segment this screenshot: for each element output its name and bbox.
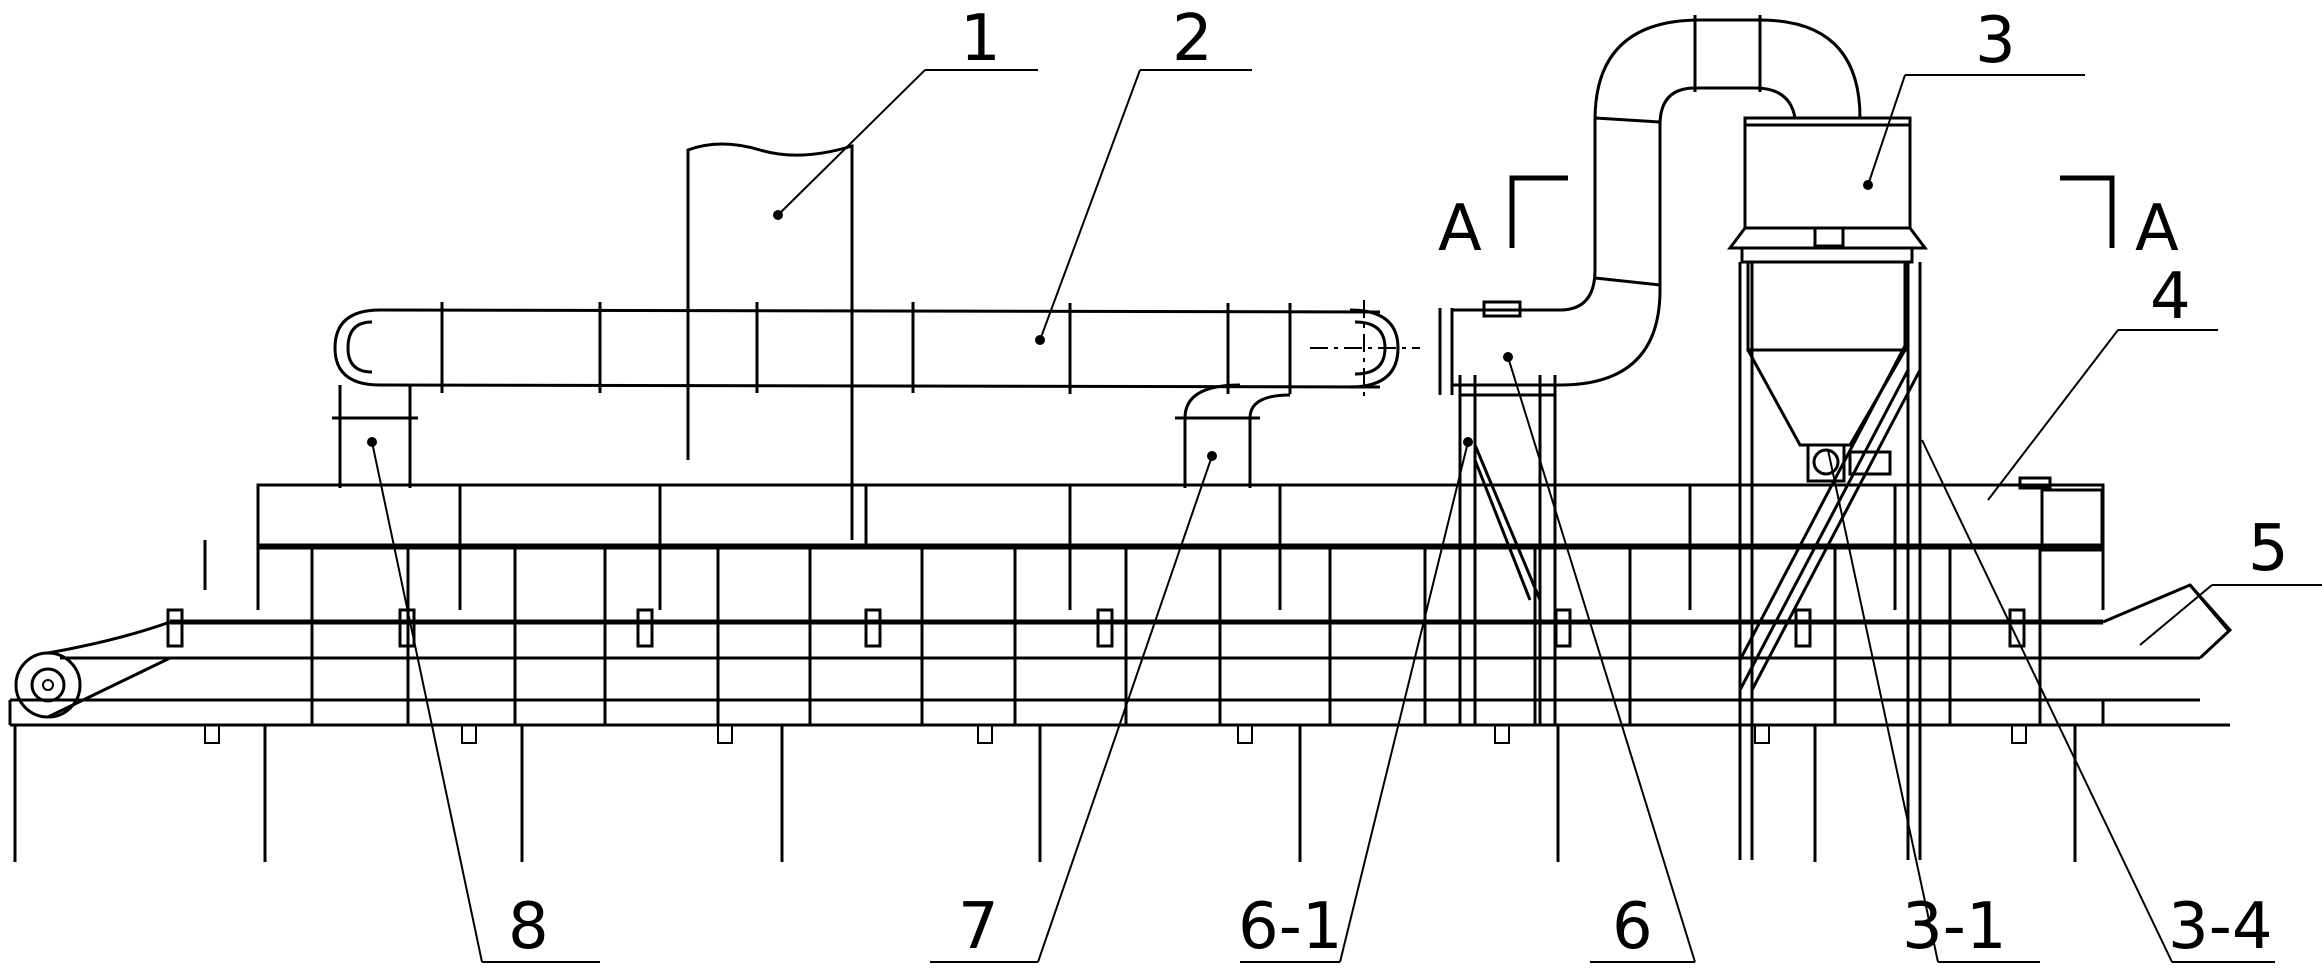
hopper bbox=[1727, 116, 1928, 860]
section-label-left: A bbox=[1438, 192, 1482, 266]
label-5: 5 bbox=[2248, 512, 2289, 586]
label-3-4: 3-4 bbox=[2168, 890, 2273, 964]
vertical-column bbox=[686, 142, 854, 540]
riser-duct-7 bbox=[1175, 383, 1291, 488]
label-3: 3 bbox=[1975, 4, 2016, 78]
section-label-right: A bbox=[2135, 192, 2179, 266]
label-7: 7 bbox=[958, 890, 999, 964]
label-2: 2 bbox=[1172, 2, 1213, 76]
label-6-1: 6-1 bbox=[1238, 890, 1343, 964]
conveyor bbox=[8, 545, 2233, 862]
leader-lines bbox=[367, 69, 2322, 963]
label-3-1: 3-1 bbox=[1902, 890, 2007, 964]
dryer-housing bbox=[203, 476, 2105, 610]
section-marks: A A bbox=[1438, 175, 2179, 266]
label-6: 6 bbox=[1612, 890, 1653, 964]
fan-connector bbox=[1438, 15, 1862, 395]
riser-duct-8 bbox=[332, 385, 418, 488]
label-4: 4 bbox=[2150, 260, 2191, 334]
horizontal-duct bbox=[333, 300, 1420, 396]
label-8: 8 bbox=[508, 890, 549, 964]
support-stand bbox=[1458, 375, 1557, 725]
label-1: 1 bbox=[960, 2, 1001, 76]
part-labels: 1 2 3 4 5 8 7 6-1 6 3-1 3-4 bbox=[508, 2, 2289, 964]
